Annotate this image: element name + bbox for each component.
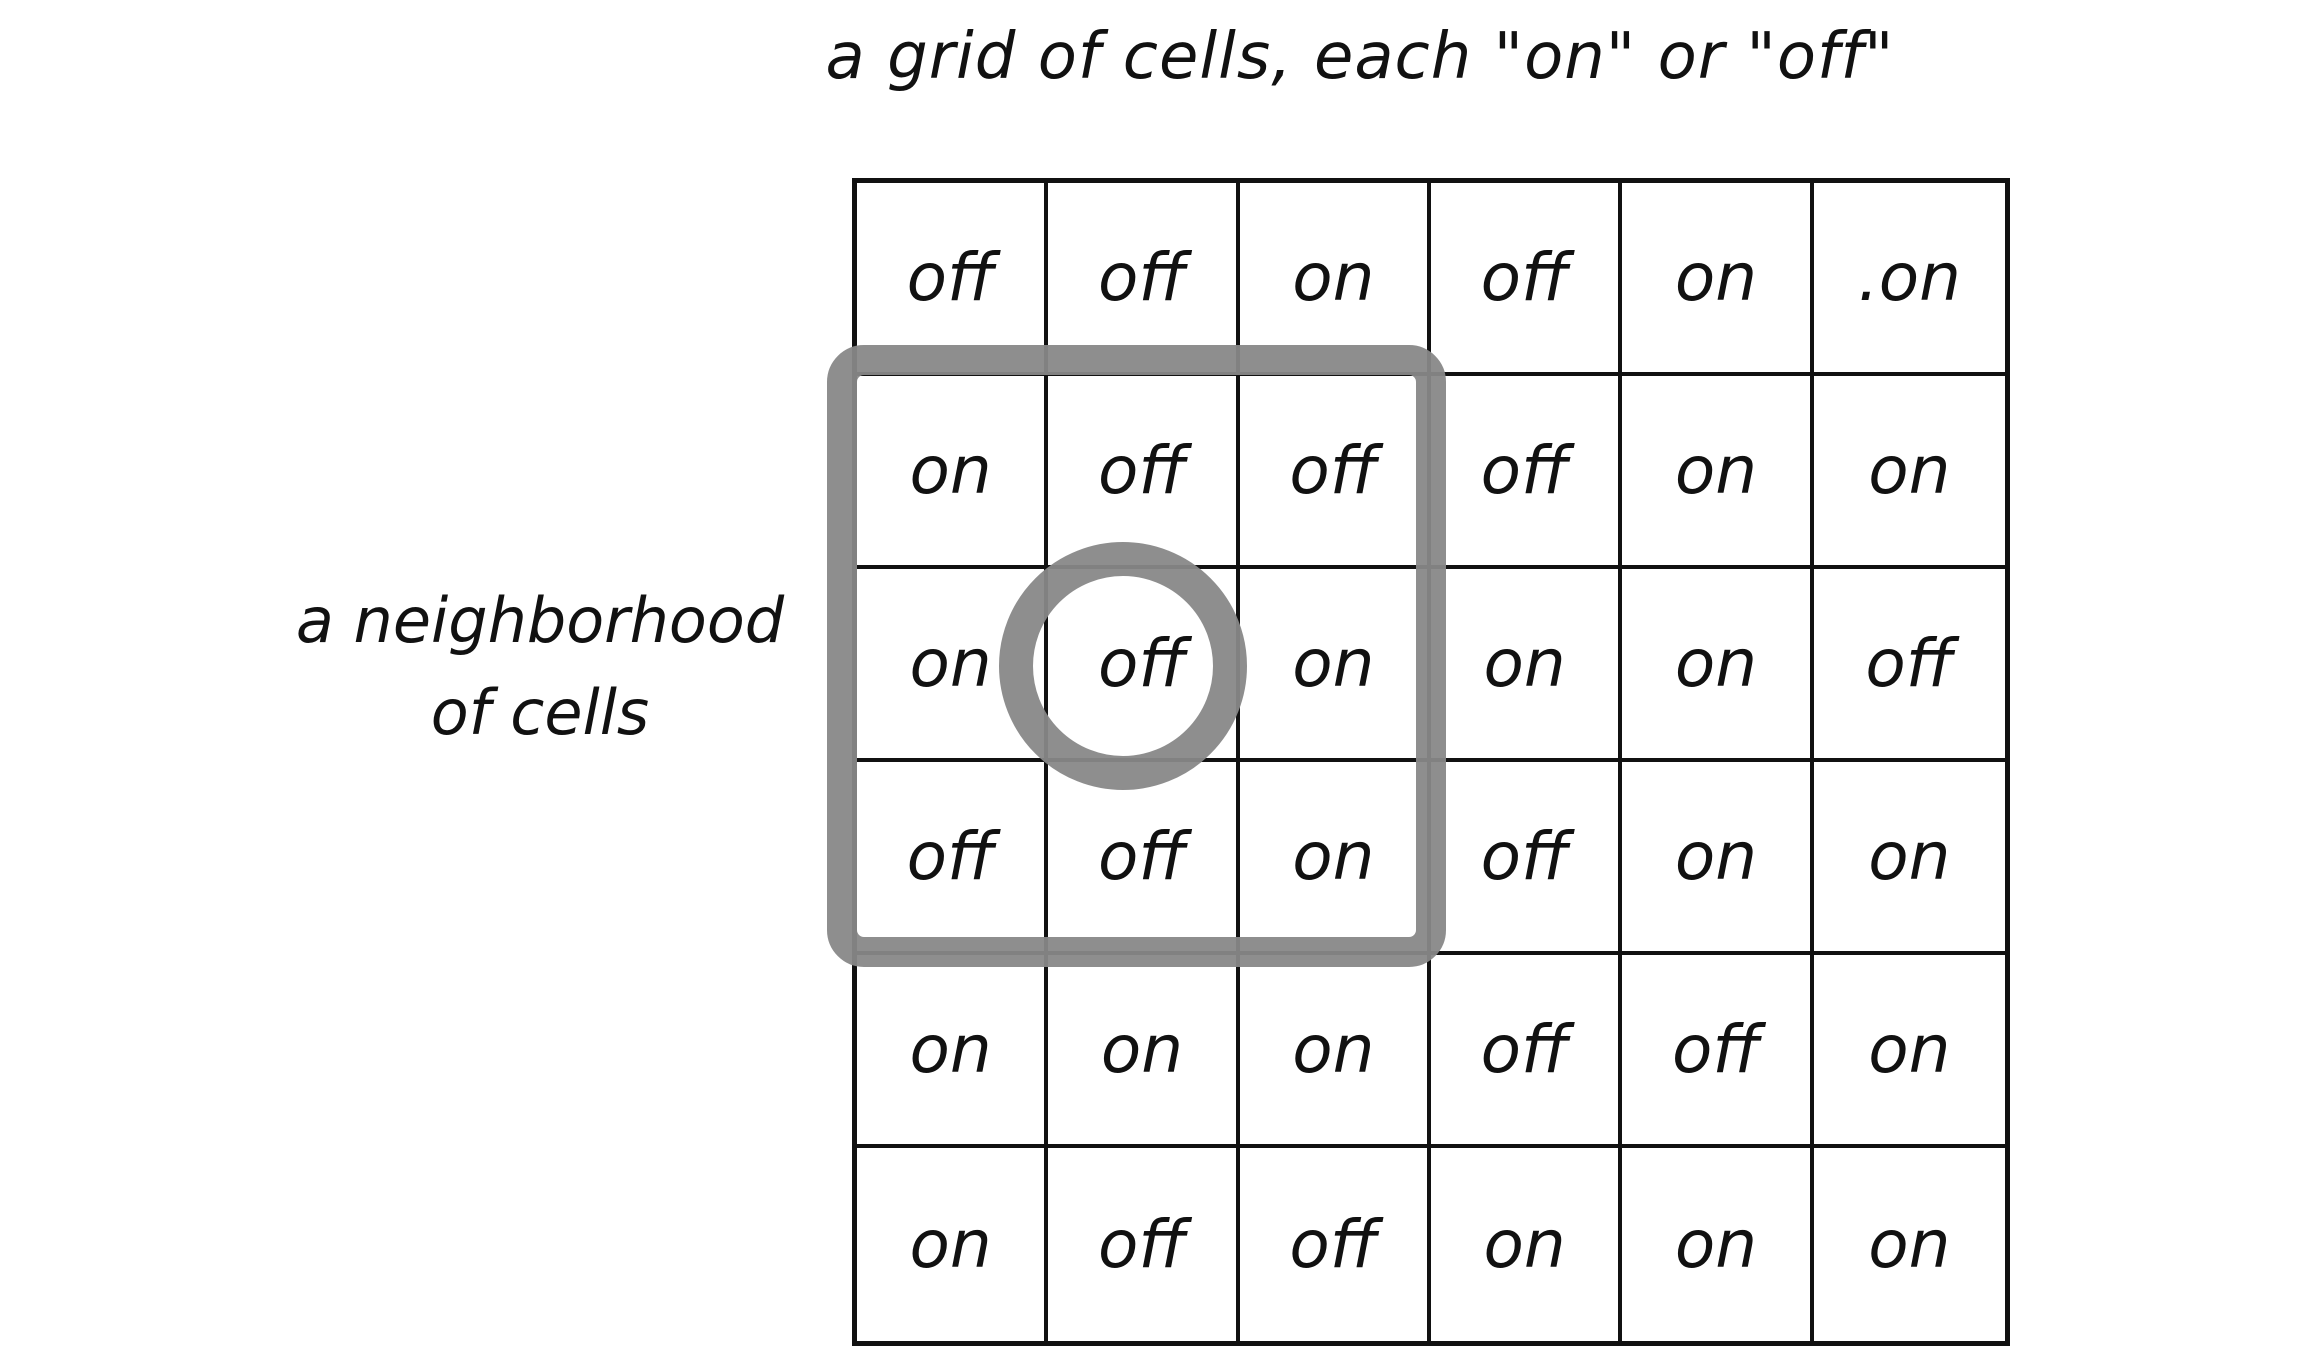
grid-cell-r1-c4: off	[1430, 183, 1623, 376]
grid-cell-r4-c5: on	[1622, 762, 1814, 955]
grid-cell-r5-c1: on	[857, 955, 1049, 1148]
grid-cell-r6-c4: on	[1431, 1148, 1623, 1341]
grid-cell-r1-c6: .on	[1813, 183, 2005, 376]
grid-cell-r2-c4: off	[1430, 376, 1623, 569]
grid-cell-r5-c3: on	[1239, 955, 1431, 1148]
grid-cell-r6-c2: off	[1048, 1148, 1240, 1341]
grid-cell-r1-c2: off	[1048, 183, 1240, 376]
grid-cell-r1-c5: on	[1622, 183, 1814, 376]
grid-cell-r4-c1: off	[857, 762, 1049, 955]
grid-cell-r2-c1: on	[857, 376, 1049, 569]
grid-cell-r3-c2: off	[1048, 569, 1240, 762]
grid-cell-r5-c2: on	[1048, 955, 1240, 1148]
neighborhood-label-line1: a neighborhood	[295, 584, 785, 657]
grid-cell-r3-c6: off	[1813, 569, 2005, 762]
grid-cell-r6-c3: off	[1240, 1148, 1431, 1341]
grid-cell-r2-c2: off	[1048, 376, 1240, 569]
grid-cell-r3-c3: on	[1239, 569, 1431, 762]
diagram-title: a grid of cells, each "on" or "off"	[825, 20, 1895, 94]
grid-cell-r2-c5: on	[1622, 376, 1814, 569]
grid-cell-r2-c6: on	[1813, 376, 2005, 569]
grid-cell-r4-c3: on	[1239, 762, 1431, 955]
neighborhood-label-line2: of cells	[430, 676, 650, 749]
grid-cell-r4-c4: off	[1430, 762, 1623, 955]
grid-cell-r6-c6: on	[1868, 1206, 1951, 1283]
grid-cell-r1-c1: off	[857, 183, 1049, 376]
grid-cell-r5-c6: on	[1813, 955, 2005, 1148]
grid-cell-r5-c5: off	[1622, 955, 1814, 1148]
grid-cell-r2-c3: off	[1239, 376, 1431, 569]
grid-cell-r3-c1: on	[857, 569, 1049, 762]
grid-cell-r3-c5: on	[1622, 569, 1814, 762]
grid-cell-r6-c5: on	[1622, 1148, 1814, 1341]
grid-cell-r6-c1: on	[857, 1148, 1049, 1341]
grid-cell-r4-c6: on	[1813, 762, 2005, 955]
grid-cell-r3-c4: on	[1430, 569, 1623, 762]
grid-cell-r1-c3: on	[1239, 183, 1431, 376]
grid-cell-r4-c2: off	[1048, 762, 1240, 955]
neighborhood-label: a neighborhood of cells	[240, 575, 840, 759]
grid-cell-r5-c4: off	[1430, 955, 1623, 1148]
